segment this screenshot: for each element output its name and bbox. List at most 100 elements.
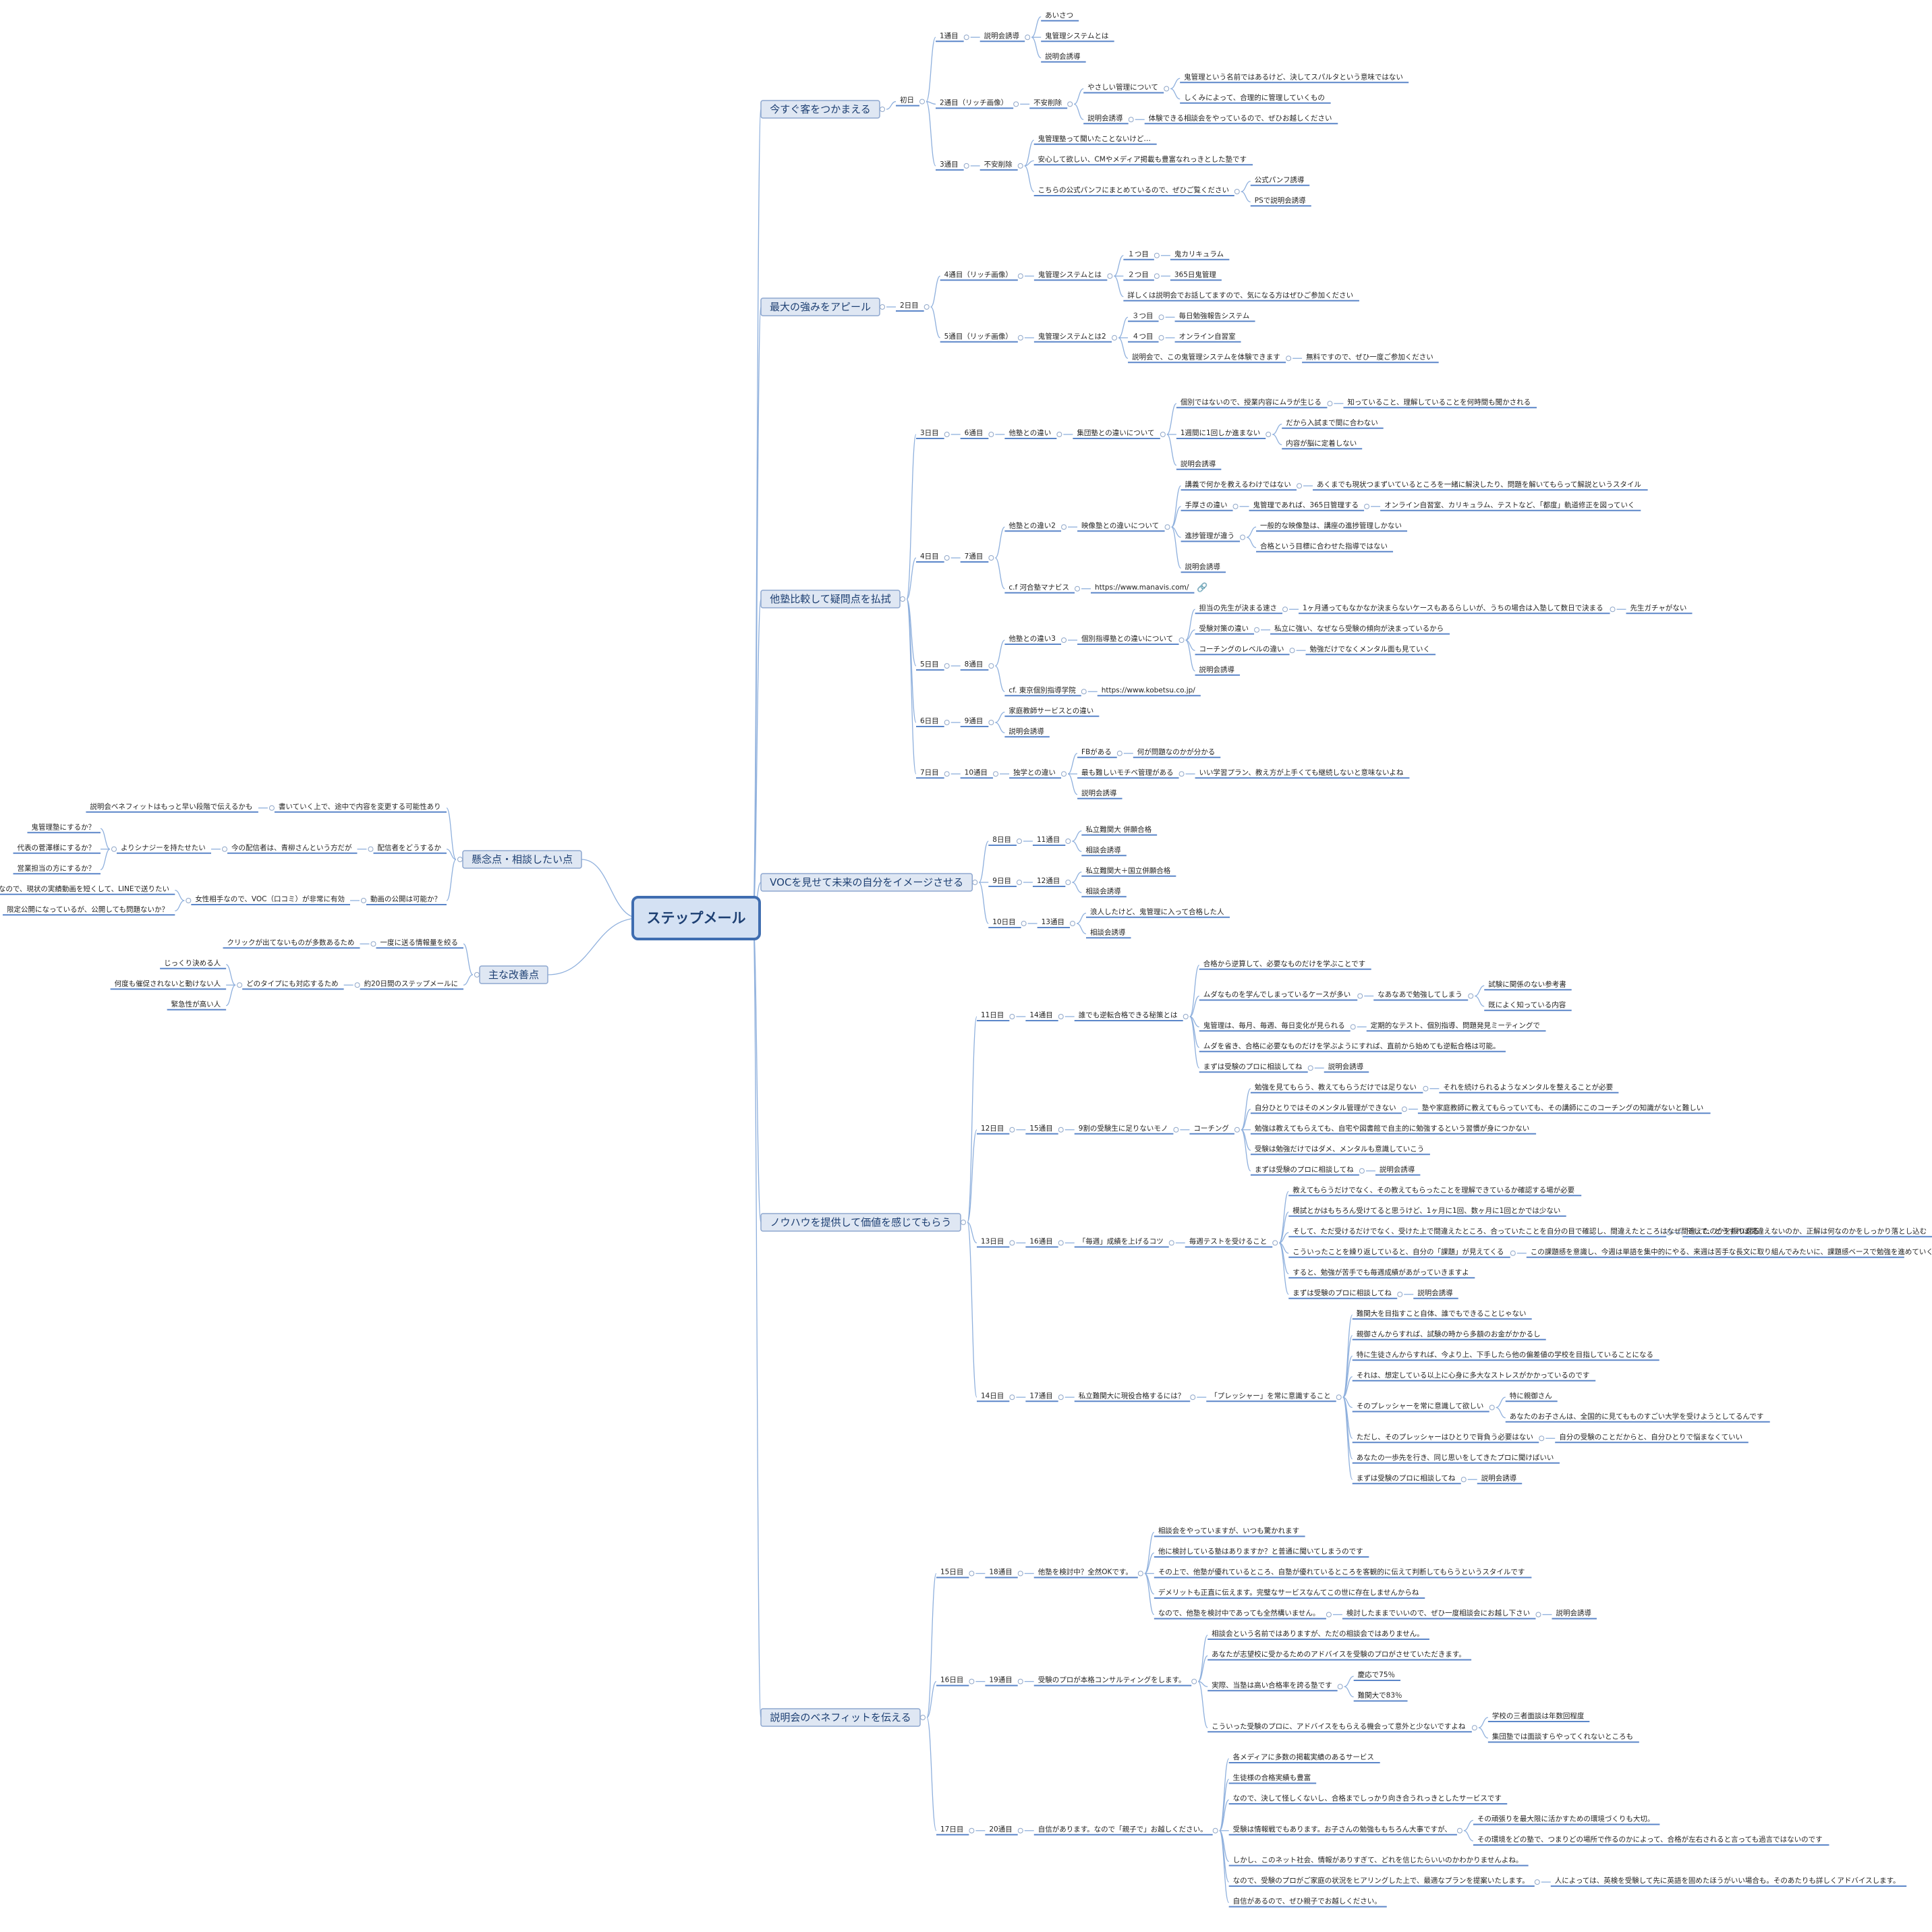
- topic-node[interactable]: ２つ目: [1123, 271, 1154, 281]
- topic-node[interactable]: ３つ目: [1128, 312, 1159, 322]
- topic-node[interactable]: 親御さんからすれば、試験の時から多額のお金がかかるし: [1352, 1330, 1546, 1340]
- topic-node[interactable]: どのタイプにも対応するため: [242, 979, 344, 990]
- topic-16[interactable]: 16通目: [1025, 1238, 1058, 1248]
- topic-node[interactable]: その頑張りを最大限に活かすための環境づくりも大切。: [1473, 1815, 1660, 1825]
- topic-https-www-manavis-com[interactable]: https://www.manavis.com/🔗: [1091, 581, 1208, 594]
- topic-node[interactable]: 相談会という名前ではありますが、ただの相談会ではありません。: [1208, 1629, 1429, 1640]
- collapse-toggle[interactable]: [1154, 252, 1160, 258]
- topic-node[interactable]: 塾や家庭教師に教えてもらっていても、その講師にこのコーチングの知識がないと難しい: [1417, 1103, 1711, 1114]
- topic-node[interactable]: 映像塾との違いについて: [1077, 521, 1165, 532]
- topic-node[interactable]: 体験できる相談会をやっているので、ぜひお越しください: [1144, 113, 1338, 125]
- collapse-toggle[interactable]: [1160, 432, 1166, 437]
- collapse-toggle[interactable]: [1364, 503, 1370, 509]
- topic-node[interactable]: 知っていること、理解していることを何時間も聞かされる: [1343, 397, 1537, 409]
- collapse-toggle[interactable]: [1016, 880, 1022, 885]
- collapse-toggle[interactable]: [988, 663, 994, 669]
- topic-17[interactable]: 17通目: [1025, 1392, 1058, 1402]
- collapse-toggle[interactable]: [1401, 1106, 1407, 1112]
- topic-node[interactable]: 公式パンフ誘導: [1250, 175, 1310, 186]
- topic-node[interactable]: ムダを省き、合格に必要なものだけを学ぶようにすれば、直前から始めても逆転合格は可…: [1199, 1042, 1506, 1052]
- collapse-toggle[interactable]: [1017, 163, 1023, 169]
- topic-75[interactable]: 慶応で75％: [1353, 1670, 1401, 1681]
- topic-10[interactable]: 10通目: [960, 768, 994, 779]
- collapse-toggle[interactable]: [988, 432, 994, 437]
- topic-node[interactable]: 一度に送る情報量を絞る: [376, 938, 463, 949]
- topic-12[interactable]: 12日目: [977, 1125, 1010, 1135]
- main-topic-node[interactable]: 説明会のベネフィットを伝える: [760, 1708, 921, 1727]
- collapse-toggle[interactable]: [1289, 648, 1295, 654]
- collapse-toggle[interactable]: [1158, 335, 1164, 341]
- topic-node[interactable]: 定期的なテスト、個別指導、問題発見ミーティングで: [1366, 1021, 1546, 1032]
- topic-node[interactable]: 他塾との違い: [1004, 428, 1057, 439]
- topic-node[interactable]: 説明会で、この鬼管理システムを体験できます: [1128, 352, 1286, 364]
- topic-8[interactable]: 8日目: [988, 836, 1017, 846]
- topic-node[interactable]: 説明会誘導: [1413, 1288, 1458, 1299]
- topic-node[interactable]: 先生ガチャがない: [1626, 603, 1693, 615]
- topic-node[interactable]: じっくり決める人: [160, 959, 227, 969]
- topic-15[interactable]: 15通目: [1025, 1125, 1058, 1135]
- topic-node[interactable]: 家庭教師サービスとの違い: [1004, 706, 1100, 717]
- collapse-toggle[interactable]: [944, 720, 950, 725]
- topic-2[interactable]: 2通目（リッチ画像）: [936, 98, 1014, 109]
- collapse-toggle[interactable]: [1510, 1250, 1516, 1256]
- topic-1[interactable]: 1通目: [936, 32, 964, 42]
- collapse-toggle[interactable]: [1212, 1827, 1218, 1834]
- topic-node[interactable]: 合格という目標に合わせた指導ではない: [1256, 542, 1394, 552]
- topic-node[interactable]: 鬼管理塾って聞いたことないけど…: [1033, 134, 1157, 145]
- topic-node[interactable]: 説明会誘導: [1176, 459, 1222, 470]
- topic-node[interactable]: 集団塾では面談すらやってくれないところも: [1487, 1732, 1639, 1743]
- topic-node[interactable]: しくみによって、合理的に管理していくもの: [1180, 93, 1331, 104]
- topic-4[interactable]: 4通目（リッチ画像）: [940, 271, 1018, 281]
- collapse-toggle[interactable]: [354, 982, 360, 988]
- topic-3[interactable]: 3日目: [916, 429, 944, 439]
- collapse-toggle[interactable]: [1025, 34, 1031, 40]
- topic-node[interactable]: 鬼カリキュラム: [1170, 250, 1230, 260]
- collapse-toggle[interactable]: [963, 163, 969, 169]
- main-topic-node[interactable]: 最大の強みをアピール: [760, 297, 880, 316]
- topic-node[interactable]: なので、決して怪しくないし、合格までしっかり向き合うれっきとしたサービスです: [1228, 1794, 1508, 1805]
- topic-15[interactable]: 15日目: [936, 1568, 969, 1579]
- collapse-toggle[interactable]: [1065, 839, 1071, 844]
- topic-node[interactable]: 受験のプロが本格コンサルティングをします。: [1033, 1676, 1192, 1686]
- topic-node[interactable]: 鬼管理は、毎月、毎週、毎日変化が見られる: [1199, 1021, 1351, 1032]
- topic-node[interactable]: 何度も催促されないと動けない人: [110, 979, 227, 990]
- topic-node[interactable]: 勉強を見てもらう、教えてもらうだけでは足りない: [1250, 1083, 1423, 1093]
- topic-node[interactable]: 説明会誘導: [1477, 1473, 1523, 1485]
- topic-12[interactable]: 12通目: [1032, 877, 1066, 887]
- topic-node[interactable]: なあなあで勉強してしまう: [1373, 990, 1469, 1001]
- collapse-toggle[interactable]: [1009, 1394, 1015, 1400]
- topic-node[interactable]: 鬼管理システムとは: [1033, 270, 1108, 281]
- topic-node[interactable]: 今の配信者は、青柳さんという方だが: [227, 843, 358, 854]
- topic-node[interactable]: 初日: [896, 96, 920, 107]
- topic-node[interactable]: だから入試まで間に合わない: [1282, 418, 1384, 429]
- topic-node[interactable]: しかし、このネット社会、情報がありすぎて、どれを信じたらいいのかわかりませんよね…: [1228, 1856, 1529, 1867]
- topic-node[interactable]: 緊急性が高い人: [167, 1000, 227, 1011]
- collapse-toggle[interactable]: [1178, 637, 1185, 643]
- collapse-toggle[interactable]: [900, 596, 906, 602]
- collapse-toggle[interactable]: [969, 1827, 975, 1834]
- topic-node[interactable]: 担当の先生が決まる速さ: [1195, 603, 1283, 615]
- topic-node[interactable]: 相談会誘導: [1081, 886, 1127, 898]
- topic-node[interactable]: 内容が脳に定着しない: [1282, 438, 1363, 450]
- topic-node[interactable]: まずは受験のプロに相談してね: [1250, 1165, 1359, 1176]
- collapse-toggle[interactable]: [988, 720, 994, 725]
- collapse-toggle[interactable]: [1061, 771, 1067, 777]
- collapse-toggle[interactable]: [1173, 1127, 1179, 1133]
- topic-node[interactable]: 手厚さの違い: [1181, 501, 1233, 511]
- collapse-toggle[interactable]: [1610, 606, 1616, 613]
- topic-node[interactable]: そして、ただ受けるだけでなく、受けた上で間違えたところ、合っていたことを自分の目…: [1288, 1226, 1759, 1238]
- collapse-toggle[interactable]: [1058, 1014, 1064, 1019]
- collapse-toggle[interactable]: [944, 663, 950, 669]
- topic-node[interactable]: ただし、そのプレッシャーはひとりで背負う必要はない: [1352, 1432, 1539, 1444]
- topic-node[interactable]: 自信があるので、ぜひ親子でお越しください。: [1228, 1897, 1387, 1908]
- collapse-toggle[interactable]: [1016, 839, 1022, 844]
- topic-node[interactable]: 「毎週」成績を上げるコツ: [1074, 1237, 1169, 1248]
- topic-18[interactable]: 18通目: [985, 1568, 1018, 1579]
- topic-16[interactable]: 16日目: [936, 1676, 969, 1686]
- topic-20[interactable]: 20通目: [985, 1825, 1018, 1836]
- main-topic-node[interactable]: 懸念点・相談したい点: [462, 850, 582, 869]
- collapse-toggle[interactable]: [474, 972, 480, 977]
- collapse-toggle[interactable]: [1423, 1085, 1429, 1091]
- topic-node[interactable]: 配信者をどうするか: [373, 844, 447, 854]
- collapse-toggle[interactable]: [1017, 273, 1023, 279]
